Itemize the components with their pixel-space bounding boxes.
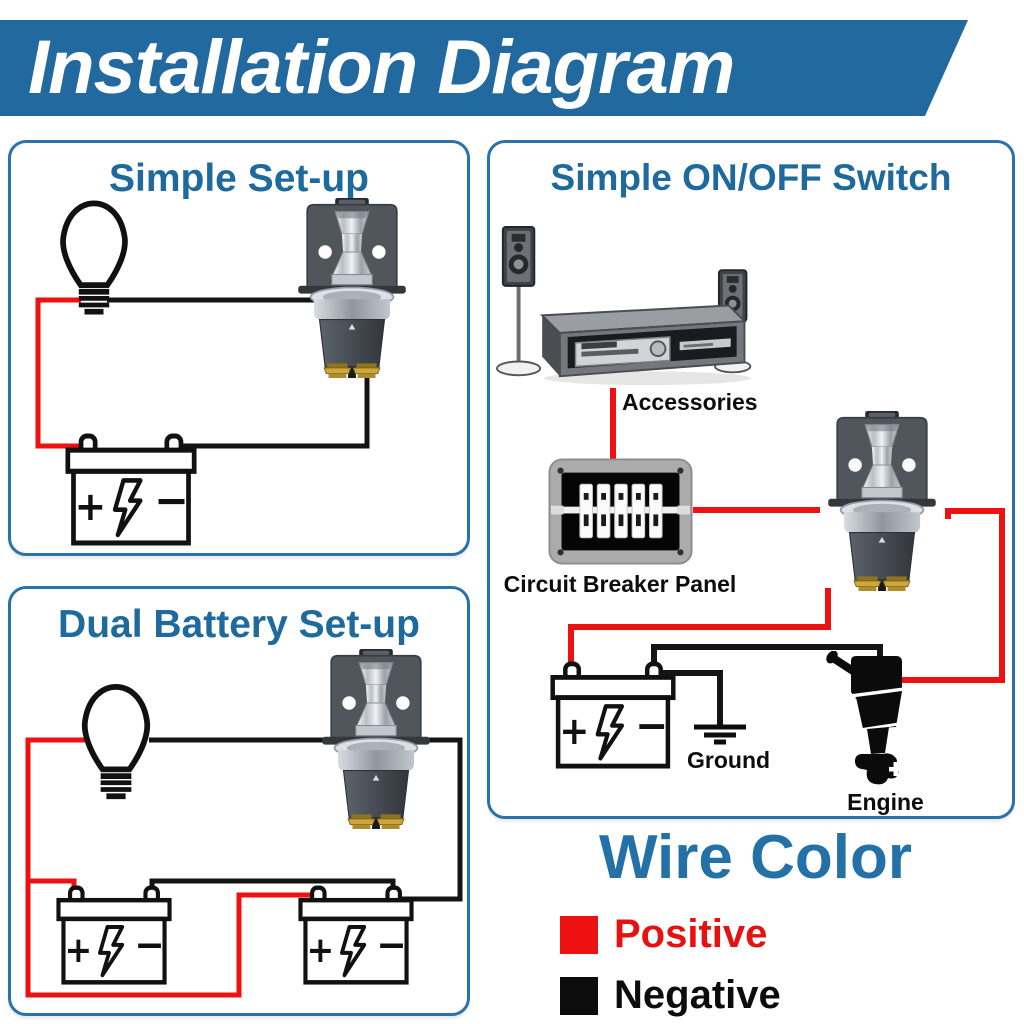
stereo-system-icon bbox=[495, 221, 770, 393]
circuit-breaker-panel-icon bbox=[548, 458, 693, 565]
circuit-breaker-panel-label: Circuit Breaker Panel bbox=[503, 571, 737, 597]
positive-wire bbox=[568, 588, 831, 669]
wire-color-legend: Positive Negative bbox=[560, 912, 781, 1024]
negative-wire bbox=[175, 374, 370, 449]
panel-dual-battery-title: Dual Battery Set-up bbox=[58, 603, 420, 646]
positive-color-swatch bbox=[560, 915, 598, 954]
positive-label: Positive bbox=[614, 912, 768, 956]
legend-row-negative: Negative bbox=[560, 973, 781, 1018]
ground-label: Ground bbox=[687, 747, 771, 773]
disconnect-switch-icon bbox=[320, 649, 432, 829]
battery-icon bbox=[298, 885, 414, 985]
legend-row-positive: Positive bbox=[560, 912, 781, 957]
disconnect-switch-icon bbox=[826, 411, 938, 591]
battery-icon bbox=[65, 433, 197, 546]
wire-color-heading: Wire Color bbox=[599, 823, 912, 892]
light-bulb-icon bbox=[77, 684, 155, 801]
accessories-label: Accessories bbox=[622, 389, 758, 415]
engine-icon bbox=[823, 651, 923, 791]
panel-simple-setup: Simple Set-up bbox=[8, 140, 470, 556]
battery-icon bbox=[550, 661, 676, 769]
panel-on-off-switch: Simple ON/OFF Switch Accessories Circuit… bbox=[487, 140, 1015, 819]
title-banner: Installation Diagram bbox=[0, 20, 968, 116]
negative-label: Negative bbox=[614, 973, 781, 1017]
ground-icon bbox=[694, 724, 746, 745]
negative-color-swatch bbox=[560, 976, 598, 1015]
disconnect-switch-icon bbox=[296, 198, 408, 378]
positive-wire bbox=[35, 297, 86, 449]
battery-icon bbox=[56, 885, 172, 985]
light-bulb-icon bbox=[56, 199, 132, 318]
panel-on-off-switch-title: Simple ON/OFF Switch bbox=[550, 157, 952, 198]
panel-dual-battery: Dual Battery Set-up bbox=[8, 586, 470, 1016]
panel-simple-setup-title: Simple Set-up bbox=[108, 157, 370, 200]
engine-label: Engine bbox=[847, 789, 924, 815]
page-title: Installation Diagram bbox=[28, 25, 735, 110]
